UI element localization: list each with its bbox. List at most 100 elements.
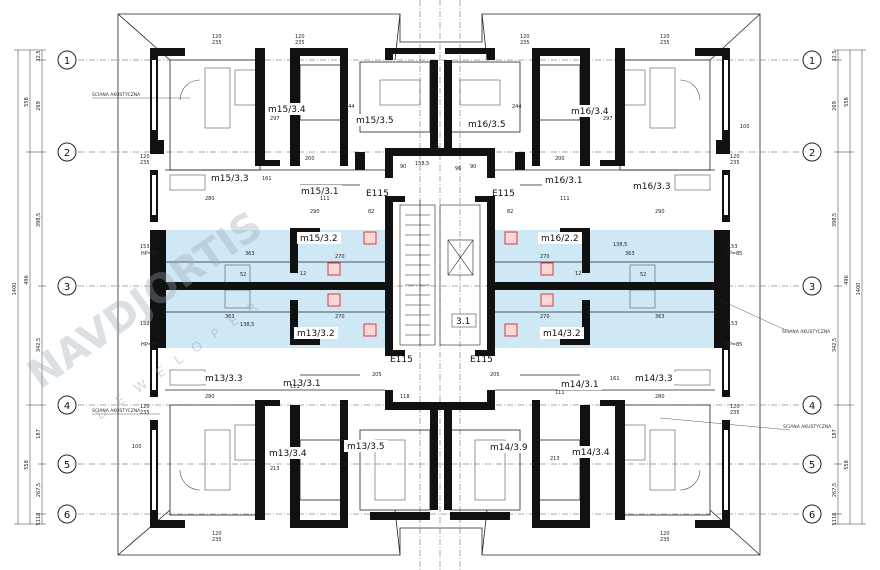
svg-text:290: 290 xyxy=(655,209,665,215)
svg-text:E115: E115 xyxy=(470,355,493,365)
room-tag-stair: 3.1 xyxy=(451,313,477,328)
grid-bubble-1-left: 1 xyxy=(57,50,77,70)
svg-text:90: 90 xyxy=(400,164,406,170)
svg-text:270: 270 xyxy=(540,314,550,320)
room-tag-m14-39: m14/3.9 xyxy=(487,441,531,453)
svg-text:90: 90 xyxy=(470,164,476,170)
svg-text:120: 120 xyxy=(212,34,222,40)
elevator-tag-bl: E115 xyxy=(390,355,413,365)
svg-text:496: 496 xyxy=(844,275,850,285)
svg-text:E115: E115 xyxy=(492,189,515,199)
svg-text:138,5: 138,5 xyxy=(240,322,254,328)
grid-bubbles-left: 1 2 3 4 5 6 xyxy=(57,50,77,524)
staircase xyxy=(399,200,481,346)
svg-text:ŚCIANA AKUSTYCZNA: ŚCIANA AKUSTYCZNA xyxy=(783,423,832,430)
ventilation-shafts xyxy=(327,231,554,337)
dimension-chains-left xyxy=(14,49,46,525)
svg-text:120: 120 xyxy=(730,404,740,410)
room-tag-m16-31: m16/3.1 xyxy=(542,174,586,186)
svg-text:m16/3.4: m16/3.4 xyxy=(571,107,609,117)
svg-text:235: 235 xyxy=(140,410,150,416)
acoustic-wall-notes: ŚCIANA AKUSTYCZNA ŚCIANA AKUSTYCZNA ŚCIA… xyxy=(92,91,832,431)
svg-text:120: 120 xyxy=(140,404,150,410)
svg-text:32,5: 32,5 xyxy=(36,50,42,61)
room-tag-m13-32: m13/3.2 xyxy=(294,327,338,339)
svg-text:3: 3 xyxy=(809,282,815,293)
grid-bubble-1-right: 1 xyxy=(802,50,822,70)
svg-text:342,5: 342,5 xyxy=(832,338,838,352)
svg-text:m16/3.5: m16/3.5 xyxy=(468,120,506,130)
svg-text:ŚCIANA AKUSTYCZNA: ŚCIANA AKUSTYCZNA xyxy=(92,407,141,414)
svg-text:558: 558 xyxy=(844,460,850,470)
svg-text:205: 205 xyxy=(372,372,382,378)
svg-text:ŚCIANA AKUSTYCZNA: ŚCIANA AKUSTYCZNA xyxy=(92,91,141,98)
svg-text:120: 120 xyxy=(140,154,150,160)
dimension-labels-right: 1400 558 496 558 32,5 269 398,5 342,5 18… xyxy=(832,50,862,525)
svg-text:398,5: 398,5 xyxy=(832,213,838,227)
room-tag-m16-22: m16/2.2 xyxy=(538,232,582,244)
svg-text:244: 244 xyxy=(512,104,522,110)
svg-text:558: 558 xyxy=(24,97,30,107)
svg-text:161: 161 xyxy=(610,376,620,382)
svg-text:m15/3.3: m15/3.3 xyxy=(211,174,249,184)
svg-text:3.1: 3.1 xyxy=(456,317,470,327)
elevator-tag-tl: E115 xyxy=(366,189,389,199)
svg-text:496: 496 xyxy=(24,275,30,285)
svg-text:213: 213 xyxy=(270,466,280,472)
svg-text:363: 363 xyxy=(655,314,665,320)
svg-text:187: 187 xyxy=(36,429,42,439)
svg-text:153: 153 xyxy=(140,321,150,327)
svg-text:120: 120 xyxy=(660,531,670,537)
elevator-tag-tr: E115 xyxy=(492,189,515,199)
svg-text:96: 96 xyxy=(455,166,461,172)
svg-text:m16/2.2: m16/2.2 xyxy=(541,234,579,244)
svg-text:5118: 5118 xyxy=(36,513,42,526)
hp-labels: HP=85 HP=85 HP=85 HP=85 xyxy=(141,251,742,348)
room-tag-m13-35: m13/3.5 xyxy=(344,440,388,452)
svg-text:270: 270 xyxy=(540,254,550,260)
svg-text:m13/3.5: m13/3.5 xyxy=(347,442,385,452)
grid-bubble-6-right: 6 xyxy=(802,504,822,524)
svg-text:235: 235 xyxy=(295,40,305,46)
grid-bubble-5-right: 5 xyxy=(802,454,822,474)
grid-bubble-5-left: 5 xyxy=(57,454,77,474)
svg-text:120: 120 xyxy=(730,154,740,160)
svg-text:m16/3.1: m16/3.1 xyxy=(545,176,583,186)
room-tag-m15-33: m15/3.3 xyxy=(208,172,252,184)
svg-text:4: 4 xyxy=(64,401,70,412)
inner-dimension-labels: 120 235 120 235 120 235 120 235 120 235 … xyxy=(132,34,750,543)
room-tag-m15-32: m15/3.2 xyxy=(297,232,341,244)
room-tag-m16-35: m16/3.5 xyxy=(465,118,509,130)
svg-text:280: 280 xyxy=(205,394,215,400)
svg-text:m14/3.3: m14/3.3 xyxy=(635,374,673,384)
svg-text:12: 12 xyxy=(300,271,306,277)
svg-text:235: 235 xyxy=(212,537,222,543)
dimension-chains-right xyxy=(834,49,866,525)
svg-text:m14/3.4: m14/3.4 xyxy=(572,448,610,458)
svg-text:4: 4 xyxy=(809,401,815,412)
grid-bubble-4-left: 4 xyxy=(57,395,77,415)
svg-text:100: 100 xyxy=(132,444,142,450)
room-tag-m14-33: m14/3.3 xyxy=(632,372,676,384)
svg-text:200: 200 xyxy=(555,156,565,162)
svg-text:m14/3.1: m14/3.1 xyxy=(561,380,599,390)
svg-text:120: 120 xyxy=(520,34,530,40)
svg-text:363: 363 xyxy=(225,314,235,320)
svg-text:m16/3.3: m16/3.3 xyxy=(633,182,671,192)
svg-text:235: 235 xyxy=(140,160,150,166)
svg-text:290: 290 xyxy=(310,209,320,215)
svg-text:235: 235 xyxy=(212,40,222,46)
svg-text:111: 111 xyxy=(290,384,300,390)
svg-text:235: 235 xyxy=(660,40,670,46)
svg-text:52: 52 xyxy=(640,272,646,278)
svg-text:HP=85: HP=85 xyxy=(725,251,742,257)
svg-text:153: 153 xyxy=(728,244,738,250)
grid-bubbles-right: 1 2 3 4 5 6 xyxy=(802,50,822,524)
svg-text:5: 5 xyxy=(809,460,815,471)
grid-bubble-3-right: 3 xyxy=(802,276,822,296)
svg-text:342,5: 342,5 xyxy=(36,338,42,352)
svg-text:12: 12 xyxy=(575,271,581,277)
svg-text:187: 187 xyxy=(832,429,838,439)
room-tag-m16-34: m16/3.4 xyxy=(568,105,612,117)
